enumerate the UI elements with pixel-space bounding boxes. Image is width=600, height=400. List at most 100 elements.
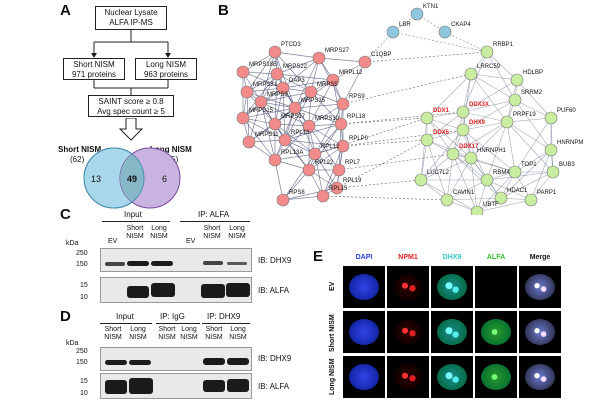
node-label-rps8: RPS8: [289, 190, 305, 196]
edge-green: [476, 199, 532, 213]
node-label-hnrnpm: HNRNPM: [557, 140, 583, 146]
d-input-bracket: [100, 323, 152, 324]
micro-row-ev: EV: [329, 281, 336, 291]
edge-red: [308, 145, 344, 171]
long-nism-label: Long NISM: [145, 60, 187, 69]
edge-green: [452, 121, 508, 155]
edge-red: [284, 139, 310, 171]
node-dap3: [276, 81, 290, 95]
edge-red: [276, 57, 320, 75]
micro-long-nism-npm1: [387, 356, 429, 398]
edge-green: [426, 117, 464, 131]
panel-b-letter: B: [218, 2, 229, 19]
edge-red: [242, 107, 296, 119]
node-mrps10: [302, 119, 316, 133]
edge-green: [462, 111, 472, 159]
edge-red: [314, 103, 344, 155]
node-cavin1: [440, 193, 454, 207]
edge-green: [486, 121, 508, 181]
node-rpl13: [278, 133, 292, 147]
edge-green: [514, 149, 552, 173]
c-lane-2: Short NISM: [126, 225, 144, 240]
node-hnrnph1: [464, 151, 478, 165]
micro-short-nism-dhx9: [431, 311, 473, 353]
d-group-input: Input: [116, 312, 134, 321]
node-rpl22: [302, 163, 316, 177]
edge-green: [462, 99, 516, 113]
edge-red: [284, 91, 312, 141]
edge-cross: [338, 153, 454, 171]
d-marker-10: 10: [80, 390, 88, 397]
node-label-lrrc59: LRRC59: [477, 64, 501, 70]
alfa-ipms-label: ALFA IP-MS: [109, 18, 153, 27]
node-rpl7: [332, 163, 346, 177]
micro-ev-npm1: [387, 266, 429, 308]
node-rpl19: [330, 181, 344, 195]
edge-red: [314, 153, 338, 189]
c-marker-250: 250: [76, 250, 88, 257]
d-kda-label: kDa: [66, 340, 79, 347]
node-parp1: [524, 193, 538, 207]
node-label-mrps10: MRPS10: [315, 116, 340, 122]
edge-green: [462, 121, 508, 131]
edge-green: [462, 73, 472, 113]
node-label-ddx5: DDX5: [433, 130, 450, 136]
micro-long-nism-merge: [519, 356, 561, 398]
flow-connector-mid: [93, 80, 169, 95]
edge-green: [470, 121, 508, 159]
node-label-rpl18: RPL18: [347, 114, 366, 120]
d-igg-bracket: [156, 323, 200, 324]
venn-short-title: Short NISM: [58, 145, 102, 154]
node-label-mrps17: MRPS17: [281, 114, 306, 120]
node-label-cavin1: CAVIN1: [453, 190, 475, 196]
node-mrps5: [304, 85, 318, 99]
edge-green: [462, 129, 516, 173]
c-marker-10: 10: [80, 294, 88, 301]
edge-blue: [444, 31, 488, 53]
edge-red: [260, 51, 276, 103]
micro-long-nism-alfa: [475, 356, 517, 398]
edge-red: [308, 123, 342, 171]
edge-red: [274, 123, 310, 171]
node-label-rpl15: RPL15: [329, 186, 348, 192]
d-lane-3: Short NISM: [158, 326, 176, 341]
node-label-dhx9: DHX9: [469, 120, 486, 126]
node-mrps15: [236, 111, 250, 125]
node-dhx9: [456, 123, 470, 137]
edge-green: [462, 111, 508, 123]
edge-green: [426, 111, 464, 141]
node-label-mrpl12: MRPL12: [339, 70, 363, 76]
edge-green: [446, 179, 488, 201]
edge-green: [420, 117, 428, 181]
edge-red: [274, 159, 284, 201]
node-ptcd3: [268, 45, 282, 59]
c-blot-alfa: [100, 277, 252, 303]
node-ckap4: [438, 25, 452, 39]
node-mrpl12: [326, 73, 340, 87]
c-ib-alfa: IB: ALFA: [258, 286, 290, 295]
c-lane-4: EV: [186, 238, 196, 245]
flow-connector-top: [91, 30, 171, 58]
micro-short-nism-alfa: [475, 311, 517, 353]
micro-ev-merge: [519, 266, 561, 308]
nuclear-lysate-label: Nuclear Lysate: [104, 8, 158, 17]
node-label-rplp0: RPLP0: [349, 136, 369, 142]
short-nism-box: Short NISM 971 proteins: [63, 58, 125, 80]
node-label-rbm4: RBM4: [493, 170, 510, 176]
node-label-ubtf: UBTF: [483, 202, 499, 208]
d-marker-15: 15: [80, 378, 88, 385]
node-label-rrbp1: RRBP1: [493, 42, 514, 48]
d-lane-2: Long NISM: [129, 326, 147, 341]
node-label-mrps18b: MRPS18B: [249, 62, 277, 68]
node-label-ddx3x: DDX3X: [469, 102, 489, 108]
edge-green: [530, 149, 552, 201]
node-hnrnpm: [544, 143, 558, 157]
short-nism-count: 971 proteins: [71, 70, 117, 79]
hollow-down-arrow: [118, 118, 144, 141]
node-label-mrps35: MRPS35: [301, 98, 326, 104]
edge-red: [276, 73, 334, 81]
node-label-luc7l2: LUC7L2: [427, 170, 450, 176]
edge-red: [246, 51, 276, 93]
edge-green: [470, 73, 508, 123]
short-nism-label: Short NISM: [73, 60, 115, 69]
